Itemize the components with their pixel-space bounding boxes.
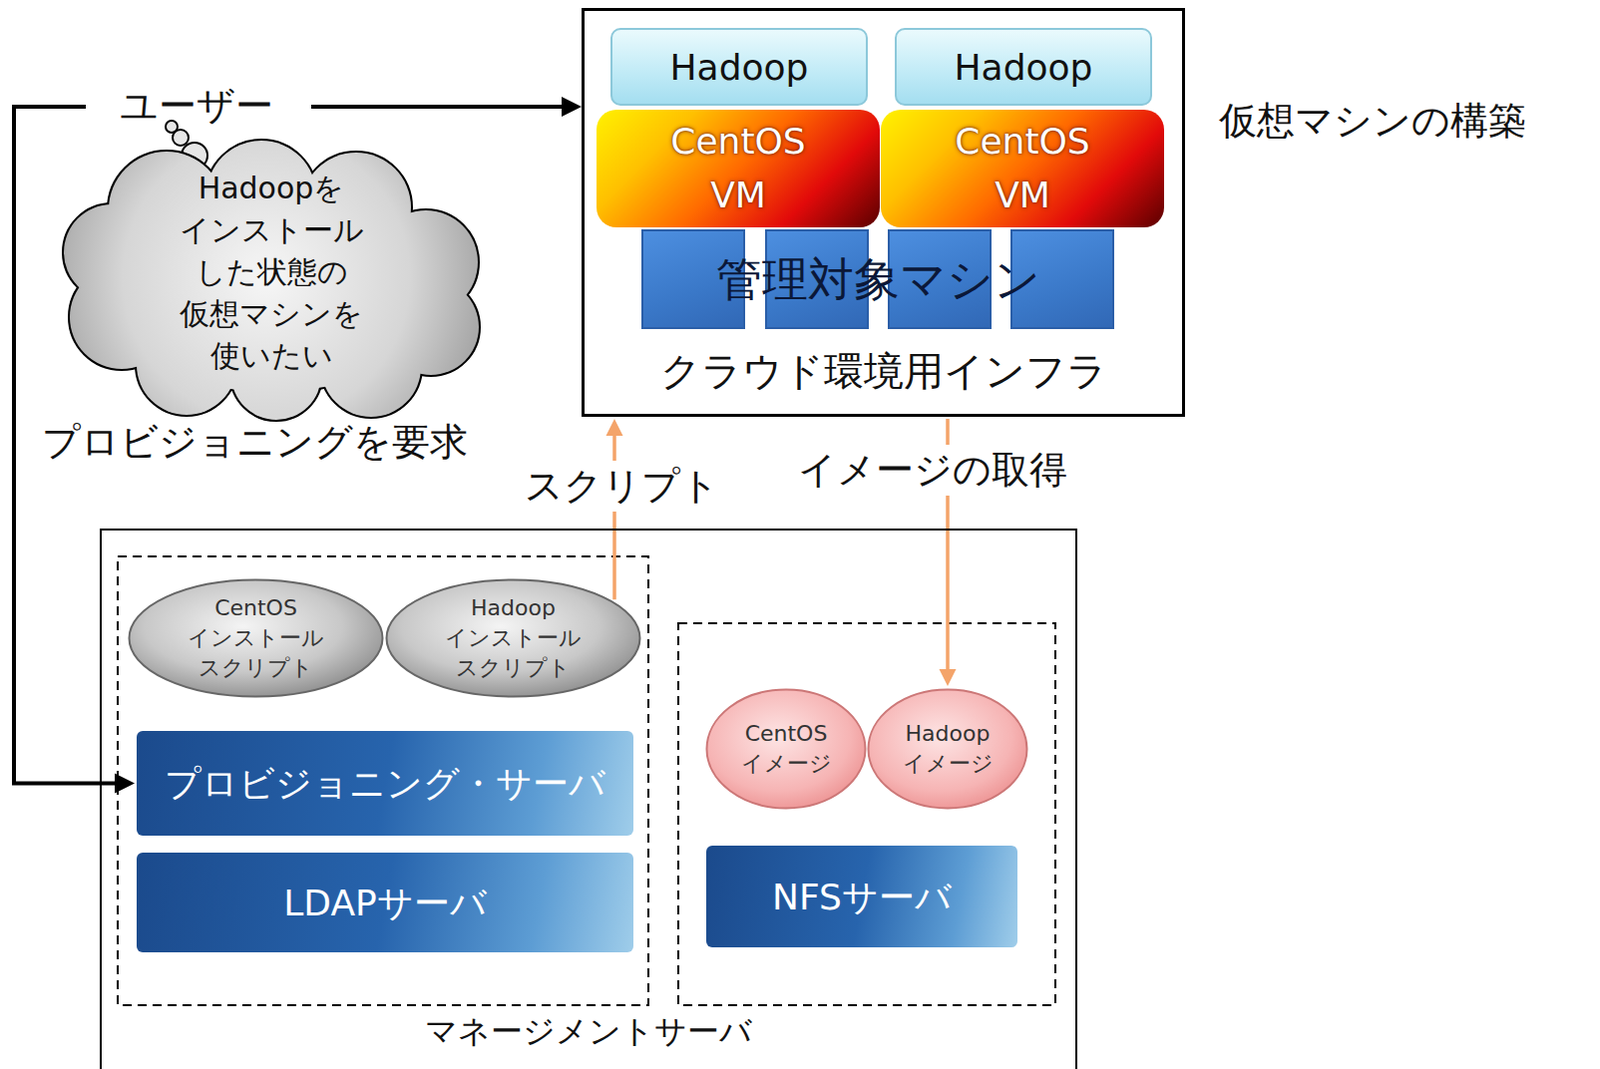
node-label: マネージメントサーバ (424, 1011, 753, 1052)
node-label: Hadoop インストール スクリプト (444, 593, 582, 683)
ellipse-outline (705, 688, 867, 810)
node-label: Hadoopを インストール した状態の 仮想マシンを 使いたい (179, 167, 365, 378)
note-label: プロビジョニングを要求 (41, 416, 468, 468)
node-label: LDAPサーバ (283, 880, 486, 926)
ellipse-shape (868, 690, 1028, 809)
arrow-head (561, 96, 582, 117)
thought-bubble (172, 129, 189, 146)
ellipse-shape (707, 690, 866, 809)
node-label: CentOS VM (670, 114, 805, 223)
image-circle: CentOS イメージ (705, 688, 867, 810)
image-circle: Hadoop イメージ (866, 688, 1029, 810)
arrow-head (939, 669, 957, 687)
actor-label: ユーザー (91, 79, 302, 134)
arrow-head (114, 774, 135, 795)
node-label: Hadoop イメージ (902, 719, 994, 779)
connector-line (311, 104, 566, 109)
connector-line (612, 431, 617, 600)
script-ellipse: CentOS インストール スクリプト (127, 578, 385, 699)
connector (311, 96, 582, 117)
cloud-fill (63, 140, 479, 420)
server-bar: LDAPサーバ (136, 852, 634, 953)
server-bar: プロビジョニング・サーバ (136, 731, 634, 836)
script-ellipse: Hadoop インストール スクリプト (385, 578, 642, 699)
ellipse-shape (129, 580, 384, 698)
arrow-head (606, 418, 624, 436)
node-label: CentOS インストール スクリプト (187, 593, 325, 683)
cloud-border (63, 140, 479, 420)
node-label: クラウド環境用インフラ (660, 346, 1108, 397)
infrastructure-box: クラウド環境用インフラ Hadoop HadoopCentOS VM CentOS V… (581, 7, 1186, 417)
node-label: プロビジョニング・サーバ (164, 761, 606, 806)
dashed-group (117, 556, 649, 1006)
ellipse-outline (866, 688, 1029, 810)
node-label: Hadoop (954, 44, 1094, 90)
server-box: マネージメントサーバ CentOS インストール スクリプト Hadoop インスト… (99, 528, 1078, 1069)
dashed-group (678, 623, 1056, 1006)
vm-layer: CentOS VM (596, 109, 880, 228)
note-label: 仮想マシンの構築 (1218, 95, 1527, 147)
server-bar: NFSサーバ (706, 845, 1018, 948)
node-label: CentOS VM (954, 114, 1090, 223)
node-label: NFSサーバ (772, 874, 952, 920)
edge-label: スクリプト (520, 460, 724, 512)
node-label: ユーザー (119, 82, 274, 131)
machine-group: 管理対象マシン (638, 229, 1118, 332)
software-layer: Hadoop (894, 27, 1153, 106)
edge-label: イメージの取得 (794, 444, 1072, 496)
node-label: 管理対象マシン (716, 251, 1041, 310)
vm-layer: CentOS VM (880, 109, 1165, 228)
ellipse-shape (387, 580, 641, 698)
node-label: Hadoop (670, 44, 809, 90)
thought-cloud: Hadoopを インストール した状態の 仮想マシンを 使いたい (51, 137, 491, 422)
node-label: CentOS イメージ (741, 719, 832, 779)
software-layer: Hadoop (610, 27, 868, 106)
